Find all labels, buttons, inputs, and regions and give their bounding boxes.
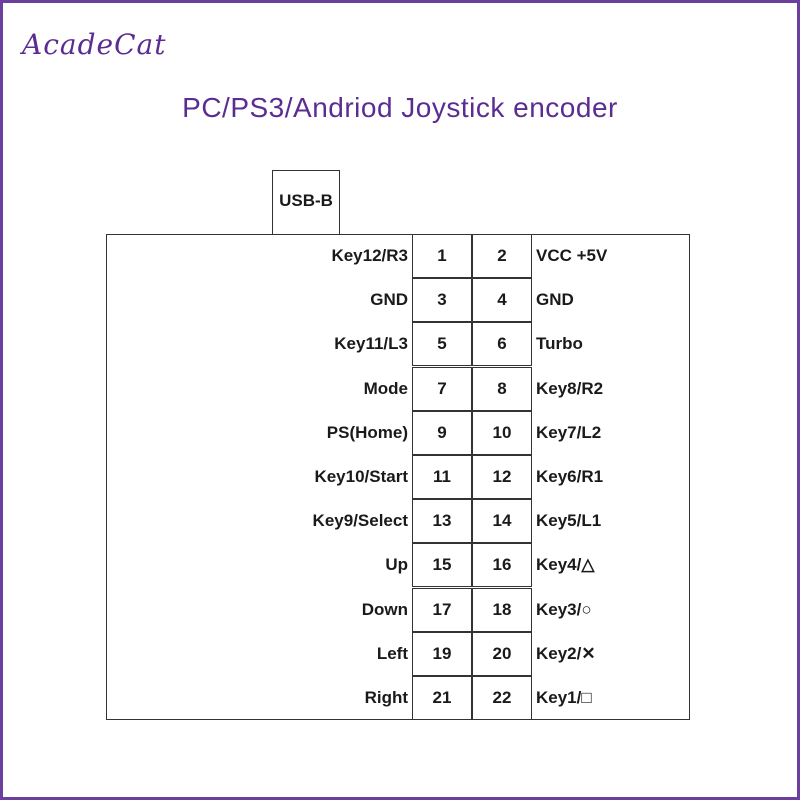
pin-number: 9 [412, 410, 472, 455]
diagram-title: PC/PS3/Andriod Joystick encoder [182, 92, 618, 123]
pin-number: 18 [472, 587, 532, 632]
encoder-board [106, 234, 690, 720]
pin-label-right: VCC +5V [536, 246, 608, 265]
pin-label-left: GND [370, 290, 408, 310]
usb-b-label: USB-B [279, 191, 333, 210]
pin-number: 16 [472, 543, 532, 588]
pin-label-right: Key8/R2 [536, 378, 604, 398]
pin-label-left: Key12/R3 [331, 246, 408, 265]
pin-label-left: PS(Home) [326, 422, 408, 442]
pin-number: 19 [412, 631, 472, 676]
pin-number: 22 [472, 676, 532, 720]
pin-label-left: Key9/Select [312, 511, 408, 531]
pin-number: 1 [412, 234, 472, 278]
usb-b-connector: USB-B [272, 170, 340, 234]
pin-number: 13 [412, 499, 472, 544]
pin-label-left: Key11/L3 [334, 334, 408, 354]
pin-label-left: Key10/Start [314, 467, 408, 486]
pin-label-left: Up [385, 555, 408, 575]
pin-label-right: Key1/□ [536, 688, 592, 707]
pin-label-right: Turbo [536, 334, 583, 354]
pin-label-right: Key7/L2 [536, 422, 602, 442]
pin-number: 10 [472, 410, 532, 455]
pin-label-right: Key3/○ [536, 599, 592, 619]
pin-number: 3 [412, 278, 472, 323]
pin-label-right: Key4/△ [536, 555, 595, 575]
pin-label-right: Key6/R1 [536, 467, 604, 486]
pin-number: 11 [412, 455, 472, 499]
pin-label-left: Right [364, 688, 408, 707]
pin-number: 21 [412, 676, 472, 720]
pin-number: 12 [472, 455, 532, 499]
pin-number: 5 [412, 322, 472, 367]
pin-label-left: Mode [363, 378, 408, 398]
pin-number: 8 [472, 366, 532, 411]
pin-number: 2 [472, 234, 532, 278]
pin-number: 6 [472, 322, 532, 367]
pin-number: 20 [472, 631, 532, 676]
pin-label-right: GND [536, 290, 574, 310]
pin-number: 14 [472, 499, 532, 544]
pin-number: 15 [412, 543, 472, 588]
brand-logo: AcadeCat [22, 28, 167, 61]
pin-number: 17 [412, 587, 472, 632]
pin-number: 4 [472, 278, 532, 323]
pin-label-left: Left [376, 643, 408, 663]
pin-label-right: Key5/L1 [536, 511, 602, 531]
pin-number: 7 [412, 366, 472, 411]
pin-label-right: Key2/✕ [536, 643, 596, 663]
pin-label-left: Down [361, 599, 408, 619]
